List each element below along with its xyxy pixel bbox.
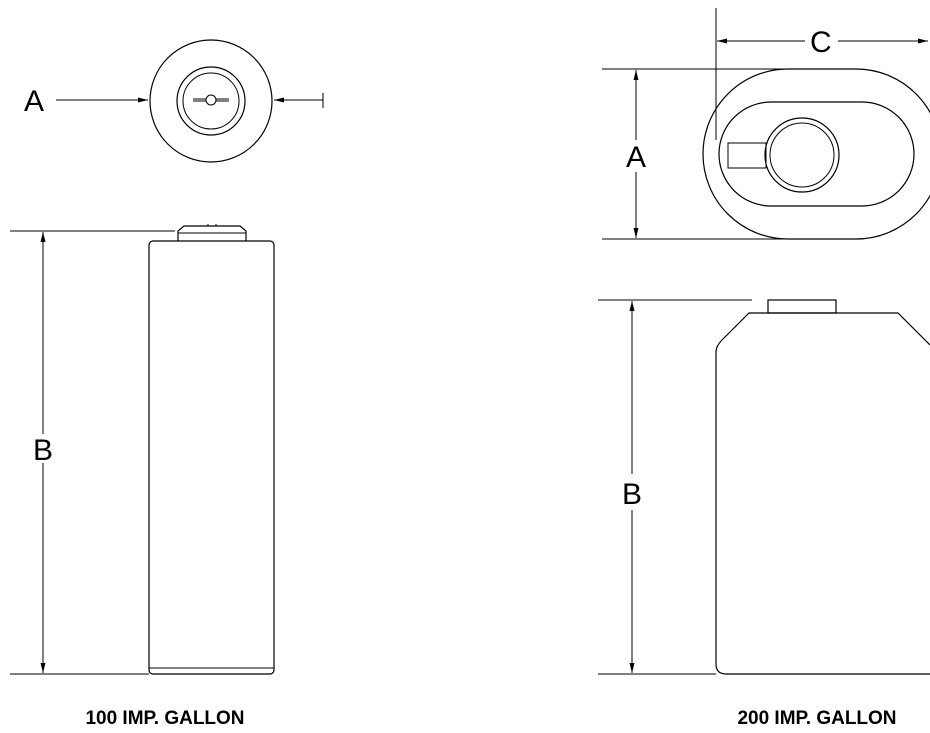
tank-100-top-view	[149, 39, 273, 163]
tank-200-dim-a-label: A	[626, 141, 646, 174]
tank-200-lid	[767, 299, 837, 314]
tank-200-side-view	[715, 299, 930, 675]
tank-200-top-view	[702, 68, 930, 240]
tank-200-dim-c-label: C	[810, 26, 832, 59]
tank-100-side-view	[148, 224, 275, 675]
tank-200-top-inner	[718, 101, 915, 207]
tank-100-dimension-a: A	[24, 85, 324, 118]
tank-200-dimension-a: A	[602, 68, 790, 240]
tank-200-lid-inner	[769, 122, 835, 188]
tank-200-top-outer	[702, 68, 930, 240]
tank-100-caption: 100 IMP. GALLON	[85, 708, 244, 729]
tank-200-fitting	[727, 142, 767, 169]
tank-100-lid-outer	[176, 66, 246, 136]
tank-200-body	[715, 312, 930, 675]
tank-100-dim-b-label: B	[33, 434, 53, 467]
tank-100-vent	[205, 94, 217, 106]
tank-200-dim-b-label: B	[622, 478, 642, 511]
tank-200-caption: 200 IMP. GALLON	[737, 708, 896, 729]
tank-100-dimension-b: B	[10, 230, 175, 675]
tank-100-body	[148, 240, 275, 675]
tank-100-dim-a-label: A	[24, 85, 44, 118]
tank-200-dimension-b: B	[598, 299, 752, 675]
tank-100-lid-inner	[182, 72, 240, 130]
tank-200-dimension-c: C	[715, 8, 928, 140]
tank-200-lid-outer	[764, 117, 840, 193]
tank-100-top-outer	[149, 39, 273, 163]
